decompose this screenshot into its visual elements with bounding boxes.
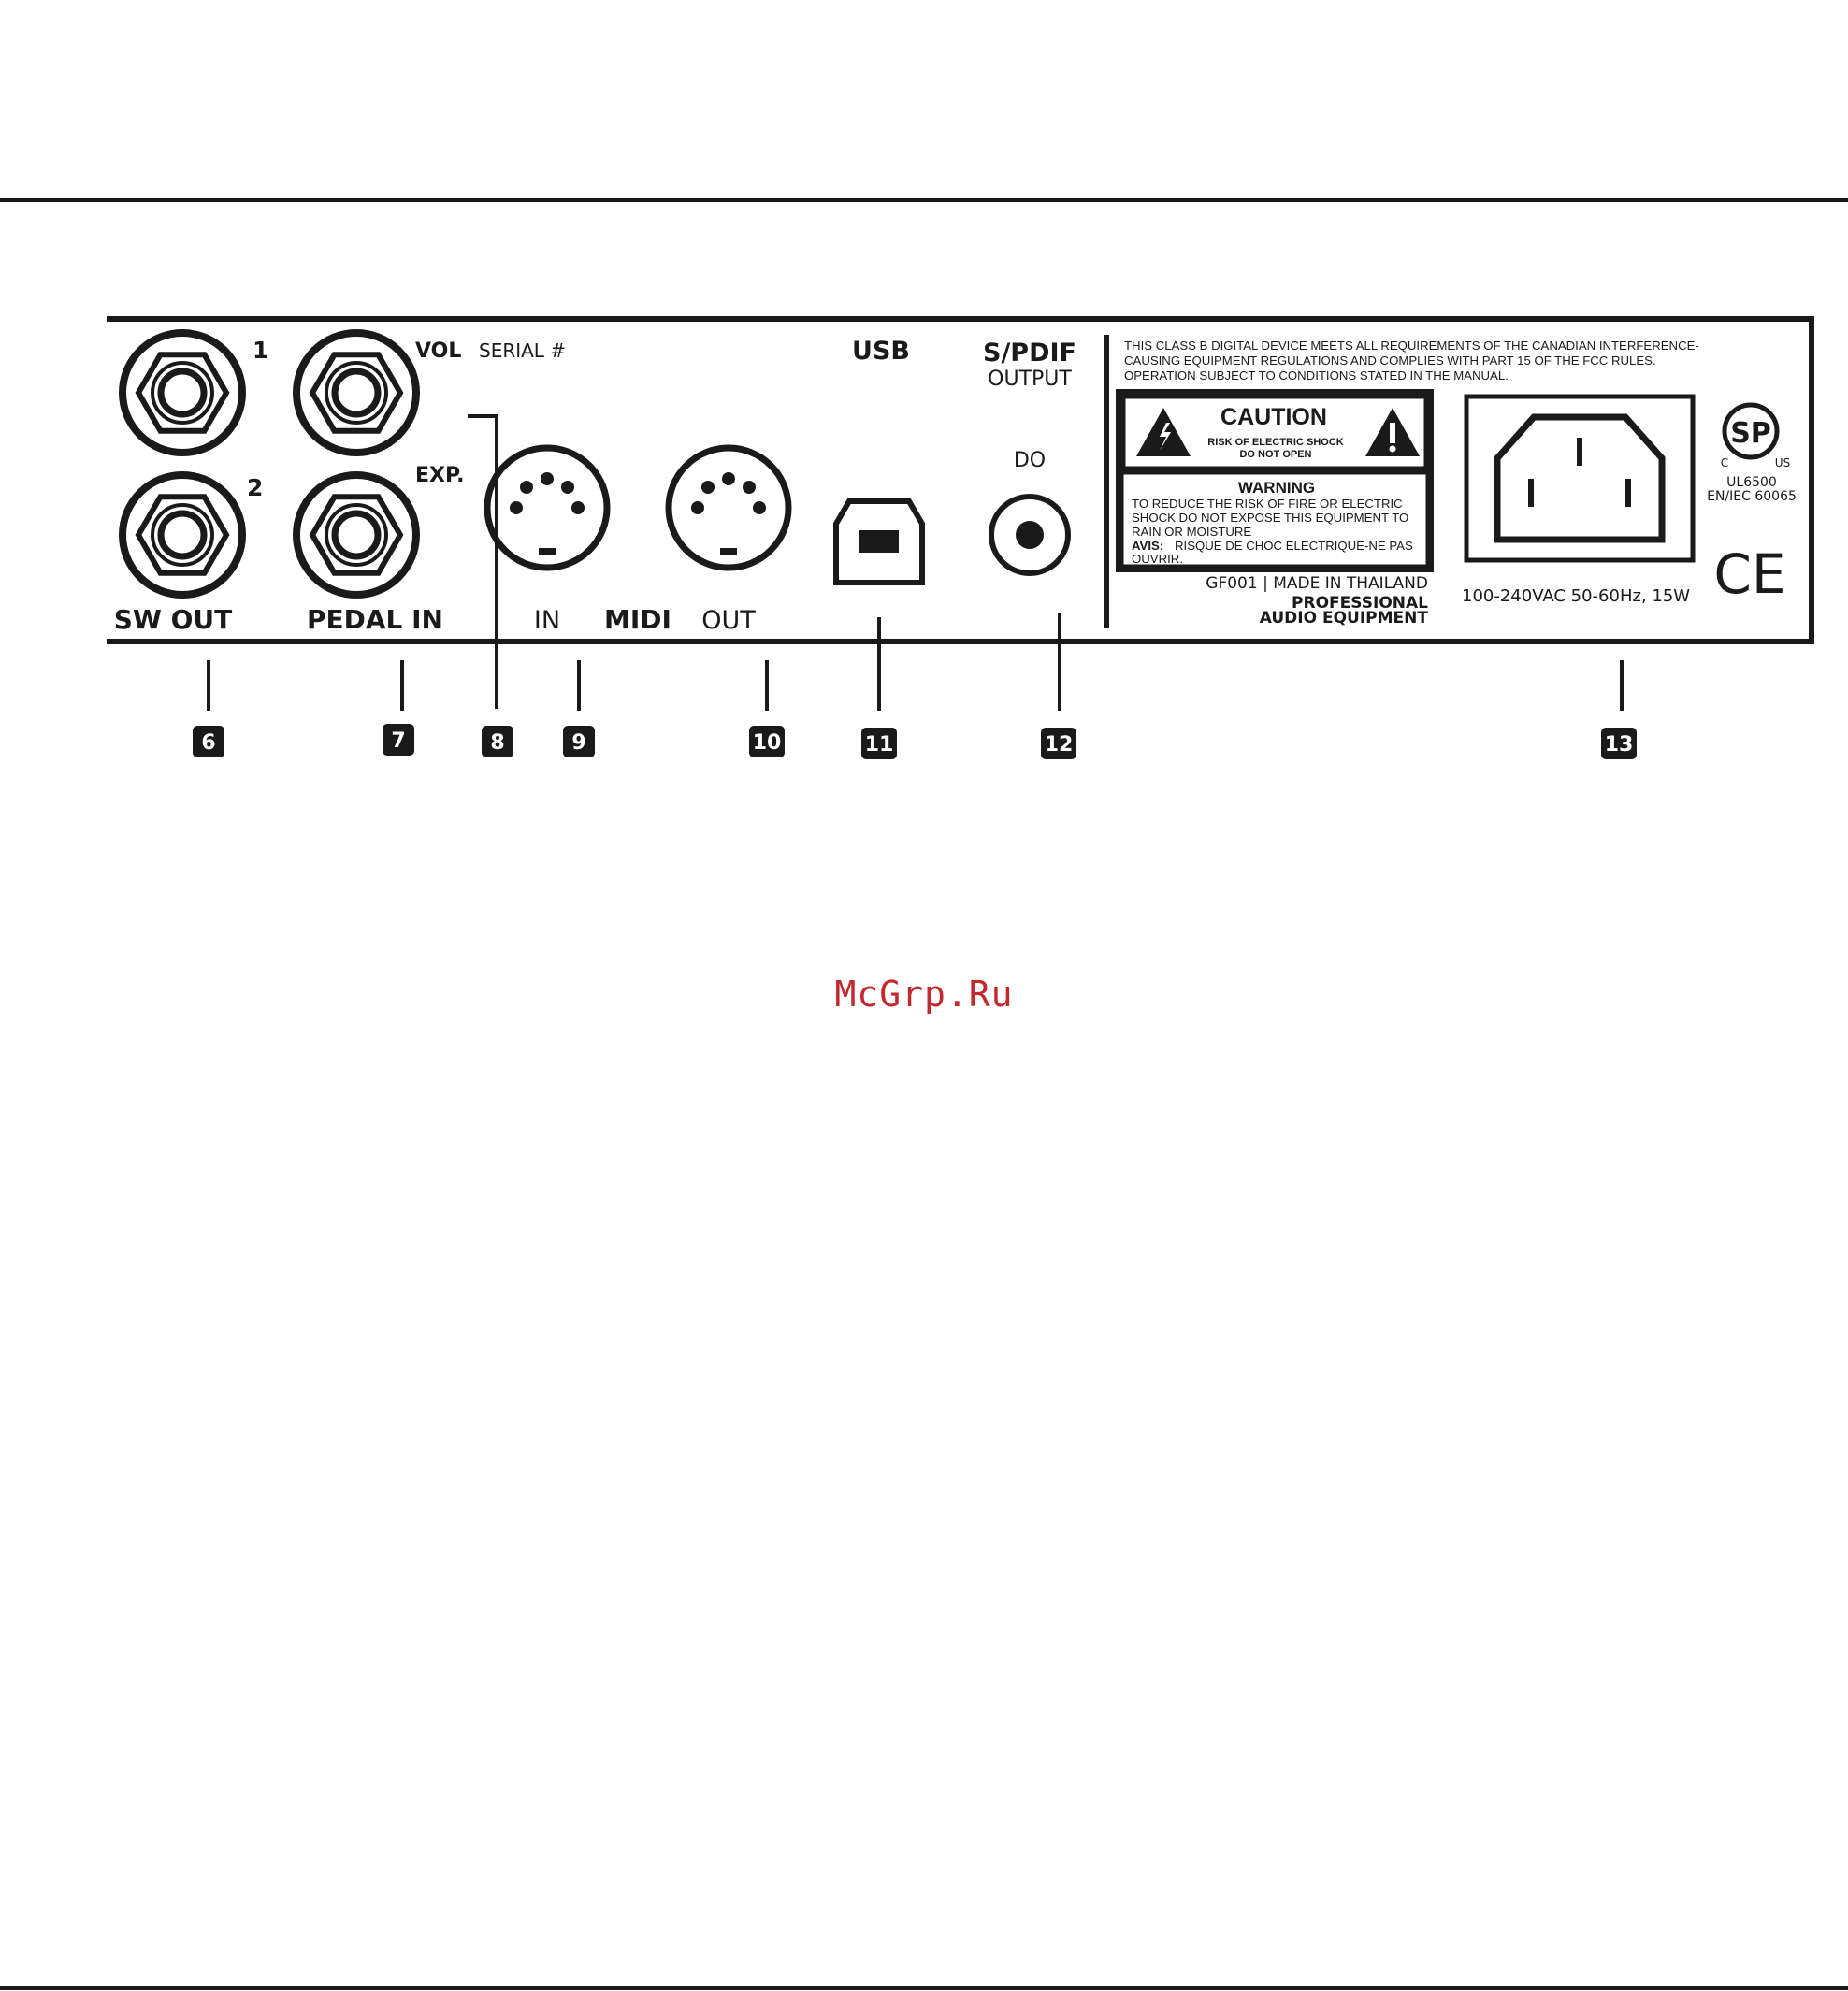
callout-8-text: 8 [490,731,504,755]
power-inlet [1464,394,1696,563]
callout-badge-7: 7 [383,724,414,756]
callout-badge-13: 13 [1601,728,1637,759]
sw-out-jack-2-label: 2 [247,474,263,501]
callout-badge-10: 10 [749,726,785,757]
pedal-exp-jack [293,471,420,599]
sw-out-jack-2 [119,471,246,599]
iec-power-inlet-icon [1494,413,1666,543]
professional-line-1: PROFESSIONAL [1292,594,1428,613]
callout-6-text: 6 [201,731,215,755]
leader-11 [877,617,881,711]
serial-leader-line [468,414,498,709]
leader-13 [1620,660,1624,711]
spdif-title: S/PDIF [983,339,1076,368]
csa-us-label: US [1775,456,1790,469]
top-rule [0,198,1848,202]
panel-right-border [1809,316,1814,644]
warning-title: WARNING [1238,479,1315,497]
midi-in-socket [484,444,611,571]
csa-mark-icon: SP [1722,402,1780,460]
professional-line-2: AUDIO EQUIPMENT [1260,609,1429,628]
quarter-inch-jack-icon [119,471,246,599]
usb-label: USB [852,337,910,366]
leader-9 [577,660,581,711]
callout-badge-6: 6 [193,726,224,757]
callout-badge-8: 8 [482,726,513,757]
bottom-rule [0,1986,1848,1990]
csa-std-1: UL6500 [1726,475,1777,490]
callout-badge-11: 11 [861,728,897,759]
callout-badge-12: 12 [1041,728,1076,759]
callout-9-text: 9 [571,731,585,755]
panel-divider [1104,335,1109,628]
csa-mark-text: SP [1730,417,1771,450]
usb-b-port-icon [833,498,925,585]
leader-12 [1058,613,1061,711]
pedal-exp-label: EXP. [415,464,464,487]
avis-label: AVIS: [1132,539,1163,553]
caution-title: CAUTION [1220,404,1327,430]
leader-10 [765,660,769,711]
callout-13-text: 13 [1605,733,1634,757]
warning-line-1: TO REDUCE THE RISK OF FIRE OR ELECTRIC [1132,497,1403,511]
spdif-rca-jack [989,494,1071,576]
leader-7 [400,660,404,711]
warning-line-2: SHOCK DO NOT EXPOSE THIS EQUIPMENT TO [1132,511,1408,525]
callout-7-text: 7 [391,729,405,753]
fcc-notice-line-1: THIS CLASS B DIGITAL DEVICE MEETS ALL RE… [1124,339,1699,353]
spdif-subtitle: OUTPUT [988,368,1072,391]
leader-6 [207,660,210,711]
din-midi-socket-icon [665,444,792,571]
midi-out-label: OUT [701,606,756,635]
pedal-vol-jack [293,329,420,456]
pedal-vol-label: VOL [415,339,461,363]
din-midi-socket-icon [484,444,611,571]
fcc-notice-line-3: OPERATION SUBJECT TO CONDITIONS STATED I… [1124,368,1509,382]
midi-out-socket [665,444,792,571]
sw-out-jack-1 [119,329,246,456]
serial-label: SERIAL # [479,339,566,362]
exclamation-warning-icon [1365,408,1420,456]
csa-c-label: C [1721,456,1728,469]
callout-10-text: 10 [753,731,782,755]
quarter-inch-jack-icon [293,329,420,456]
avis-text: RISQUE DE CHOC ELECTRIQUE-NE PAS [1175,539,1413,553]
quarter-inch-jack-icon [119,329,246,456]
sw-out-jack-1-label: 1 [253,337,268,364]
caution-line-2: DO NOT OPEN [1239,449,1311,460]
panel-top-border [107,316,1814,322]
lightning-warning-icon [1136,408,1191,456]
usb-port [833,498,925,585]
pedal-in-label: PEDAL IN [307,604,443,635]
callout-leaders [207,613,1624,711]
sw-out-label: SW OUT [114,604,232,635]
quarter-inch-jack-icon [293,471,420,599]
watermark: McGrp.Ru [834,974,1014,1015]
caution-label-box: CAUTION RISK OF ELECTRIC SHOCK DO NOT OP… [1116,389,1434,572]
caution-line-1: RISK OF ELECTRIC SHOCK [1207,437,1344,448]
power-rating: 100-240VAC 50-60Hz, 15W [1462,586,1690,606]
midi-label: MIDI [604,604,671,635]
callout-badge-9: 9 [563,726,595,757]
model-line: GF001 | MADE IN THAILAND [1206,574,1428,593]
csa-std-2: EN/IEC 60065 [1707,489,1797,504]
avis-text-2: OUVRIR. [1132,552,1183,566]
callout-11-text: 11 [865,733,894,757]
callout-12-text: 12 [1045,733,1074,757]
ce-mark-icon: CE [1713,542,1785,606]
spdif-do-label: DO [1014,449,1046,472]
panel-bottom-border [107,639,1814,644]
rca-jack-icon [989,494,1071,576]
warning-line-3: RAIN OR MOISTURE [1132,525,1251,539]
midi-in-label: IN [534,606,560,635]
fcc-notice-line-2: CAUSING EQUIPMENT REGULATIONS AND COMPLI… [1124,353,1656,368]
